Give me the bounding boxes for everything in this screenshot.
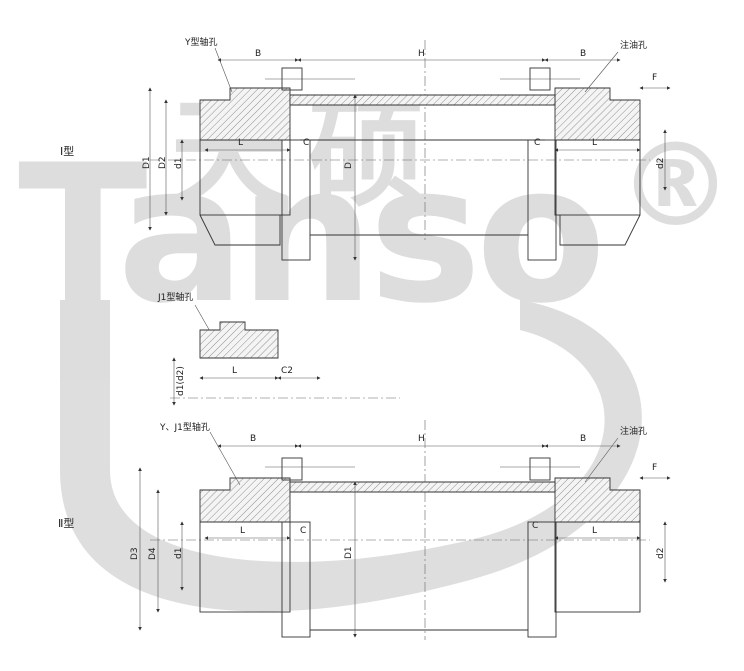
dim-c-left: C xyxy=(303,138,309,148)
j1-dim-l: L xyxy=(232,366,237,376)
watermark-swoosh xyxy=(60,300,642,612)
j1-bore-label: J1型轴孔 xyxy=(157,291,193,303)
dim-b-left: B xyxy=(255,49,261,59)
right-flange xyxy=(527,139,557,261)
section-two: Ⅱ型 B H B F L L C C D3 xyxy=(58,420,671,640)
right-hub-lower xyxy=(554,139,641,216)
left-flange-two xyxy=(281,521,311,638)
dim-l-right-two: L xyxy=(592,526,597,536)
watermark: 天硕 Tanso ® xyxy=(18,85,733,612)
watermark-brand-en: Tanso xyxy=(18,124,600,345)
right-hub-body xyxy=(554,87,641,141)
dim-d3: D3 xyxy=(130,547,140,560)
j1-dim-c2: C2 xyxy=(281,366,293,376)
left-hub-taper xyxy=(199,214,281,246)
left-bolt-two xyxy=(281,457,303,481)
dim-d1-two: d1 xyxy=(174,548,184,559)
dim-f: F xyxy=(652,73,657,83)
sleeve-upper xyxy=(289,94,556,106)
yj1-bore-label: Y、J1型轴孔 xyxy=(159,421,210,433)
dim-b-right: B xyxy=(580,49,586,59)
right-bolt-two xyxy=(529,457,551,481)
dim-c-left-two: C xyxy=(300,526,306,536)
dim-b-right-two: B xyxy=(580,434,586,444)
right-hub-taper xyxy=(559,214,641,246)
section-one: Ⅰ型 B H B F L xyxy=(60,36,671,261)
type-two-label: Ⅱ型 xyxy=(58,516,74,530)
sleeve-upper-two xyxy=(289,481,556,493)
dim-l-left-two: L xyxy=(240,526,245,536)
dim-d-center: D xyxy=(344,162,354,169)
dim-d1-center-two: D1 xyxy=(344,546,354,559)
section-j1: J1型轴孔 L C2 d1(d2) xyxy=(157,291,400,406)
dim-h-two: H xyxy=(418,434,425,444)
right-hub-body-two xyxy=(554,477,641,523)
dim-d1-outer: D1 xyxy=(142,156,152,169)
dim-l-left: L xyxy=(238,138,243,148)
dim-d2-outer: D2 xyxy=(158,156,168,169)
watermark-registered: ® xyxy=(618,119,733,253)
dim-c-right-two: C xyxy=(532,521,538,531)
dim-d4: D4 xyxy=(148,547,158,560)
dim-c-right: C xyxy=(534,138,540,148)
dim-h: H xyxy=(418,49,425,59)
dim-d2-right: d2 xyxy=(656,158,666,169)
right-flange-two xyxy=(527,521,557,638)
dim-d2-right-two: d2 xyxy=(656,548,666,559)
left-hub-body-two xyxy=(199,477,291,523)
j1-hub xyxy=(199,321,279,359)
dim-d1-inner: d1 xyxy=(174,158,184,169)
oil-hole-label-two: 注油孔 xyxy=(620,425,647,437)
type-one-label: Ⅰ型 xyxy=(60,144,74,158)
j1-dim-d1d2: d1(d2) xyxy=(176,366,186,396)
oil-hole-label-one: 注油孔 xyxy=(620,39,647,51)
right-hub-lower-two xyxy=(554,521,641,613)
left-hub-lower xyxy=(199,139,291,216)
dim-l-right: L xyxy=(592,138,597,148)
dim-b-left-two: B xyxy=(250,434,256,444)
dim-f-two: F xyxy=(652,463,657,473)
left-flange xyxy=(281,139,311,261)
y-bore-label: Y型轴孔 xyxy=(184,36,218,48)
left-hub-lower-two xyxy=(199,521,291,613)
